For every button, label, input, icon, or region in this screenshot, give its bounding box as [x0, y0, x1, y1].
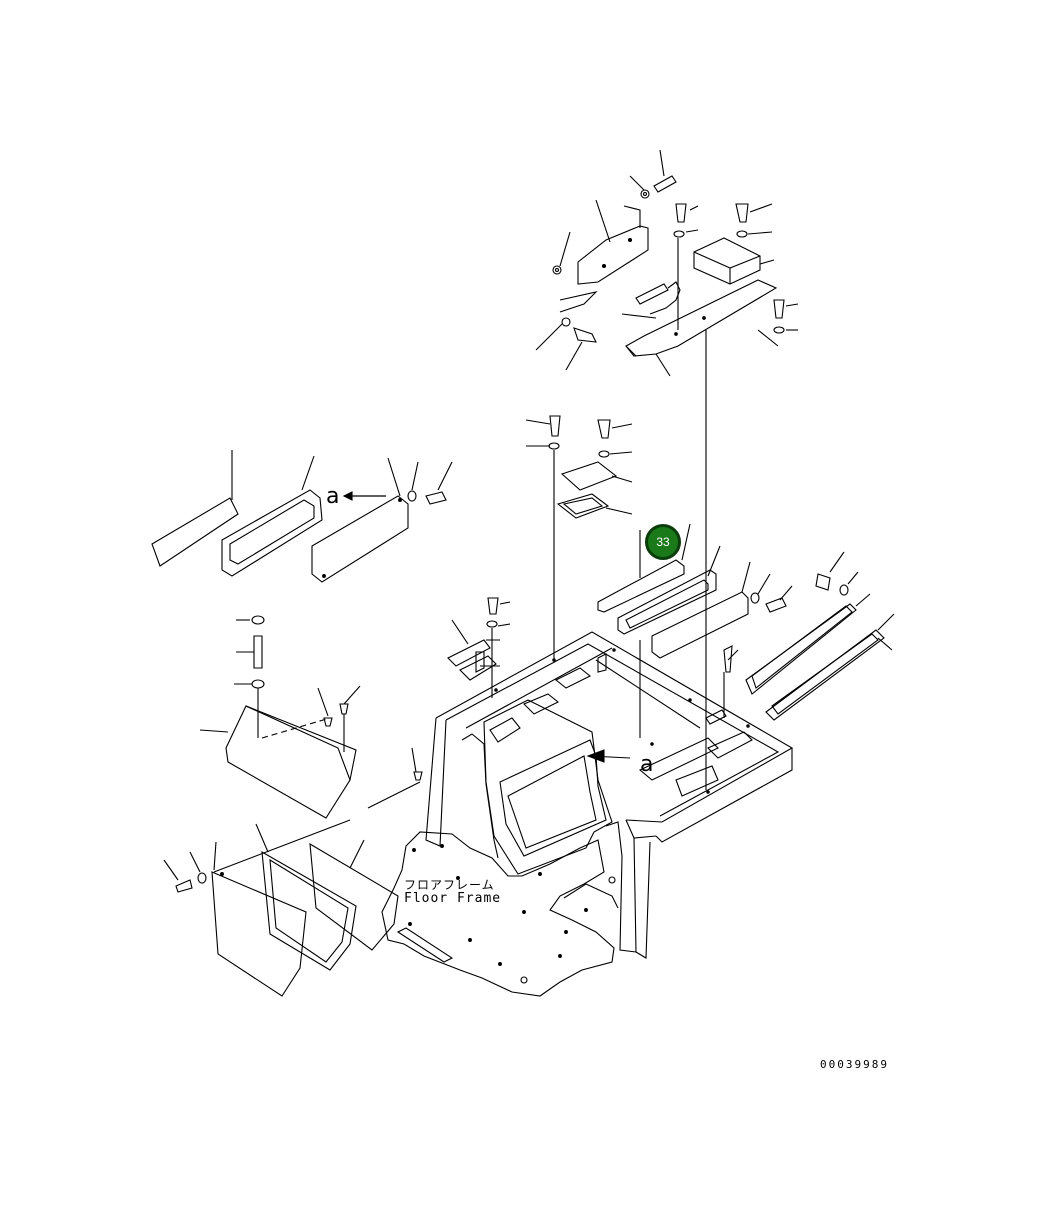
left-bracket-assembly — [199, 615, 423, 819]
floor-frame-label-en: Floor Frame — [404, 891, 502, 906]
document-number: 00039989 — [820, 1058, 889, 1071]
floor-frame-label-jp: フロアフレーム — [404, 878, 495, 892]
floor-frame — [381, 597, 794, 997]
lower-left-panel-assembly — [163, 819, 399, 997]
callout-number: 33 — [656, 535, 670, 549]
center-cover-assembly — [525, 415, 633, 660]
upper-bracket-assembly — [535, 149, 799, 790]
right-panel-assembly — [597, 523, 895, 738]
view-marker-a-top: a — [326, 484, 340, 509]
part-callout-33[interactable]: 33 — [645, 524, 681, 560]
left-panel-assembly — [151, 450, 453, 583]
view-marker-a-center: a — [640, 752, 654, 777]
